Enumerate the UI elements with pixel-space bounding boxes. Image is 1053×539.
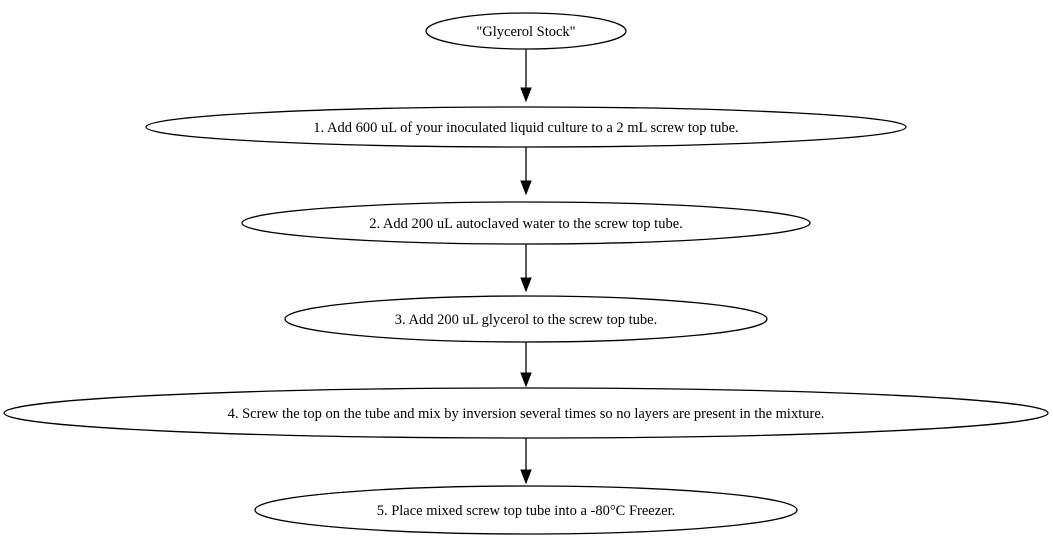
node-step-2-shape	[241, 201, 811, 245]
node-step-3-label: 3. Add 200 uL glycerol to the screw top …	[395, 312, 657, 328]
node-step-4: 4. Screw the top on the tube and mix by …	[3, 387, 1049, 439]
node-step-5-shape	[254, 485, 798, 535]
node-glycerol-stock-label: "Glycerol Stock"	[476, 24, 575, 40]
node-step-3-shape	[284, 295, 768, 343]
node-step-3: 3. Add 200 uL glycerol to the screw top …	[284, 295, 768, 343]
node-step-1-shape	[145, 106, 907, 148]
edge-start-to-step1	[520, 49, 532, 103]
edge-step1-to-step2	[520, 147, 532, 196]
node-step-5: 5. Place mixed screw top tube into a -80…	[254, 485, 798, 535]
edge-step2-to-step3	[520, 244, 532, 293]
node-glycerol-stock: "Glycerol Stock"	[425, 12, 627, 50]
node-glycerol-stock-shape	[425, 12, 627, 50]
node-step-4-shape	[3, 387, 1049, 439]
node-step-2-label: 2. Add 200 uL autoclaved water to the sc…	[369, 216, 683, 232]
node-step-1: 1. Add 600 uL of your inoculated liquid …	[145, 106, 907, 148]
node-step-1-label: 1. Add 600 uL of your inoculated liquid …	[313, 120, 738, 136]
edge-step4-to-step5	[520, 438, 532, 485]
node-step-2: 2. Add 200 uL autoclaved water to the sc…	[241, 201, 811, 245]
node-step-5-label: 5. Place mixed screw top tube into a -80…	[377, 503, 676, 519]
edge-step3-to-step4	[520, 342, 532, 388]
node-step-4-label: 4. Screw the top on the tube and mix by …	[228, 406, 825, 422]
